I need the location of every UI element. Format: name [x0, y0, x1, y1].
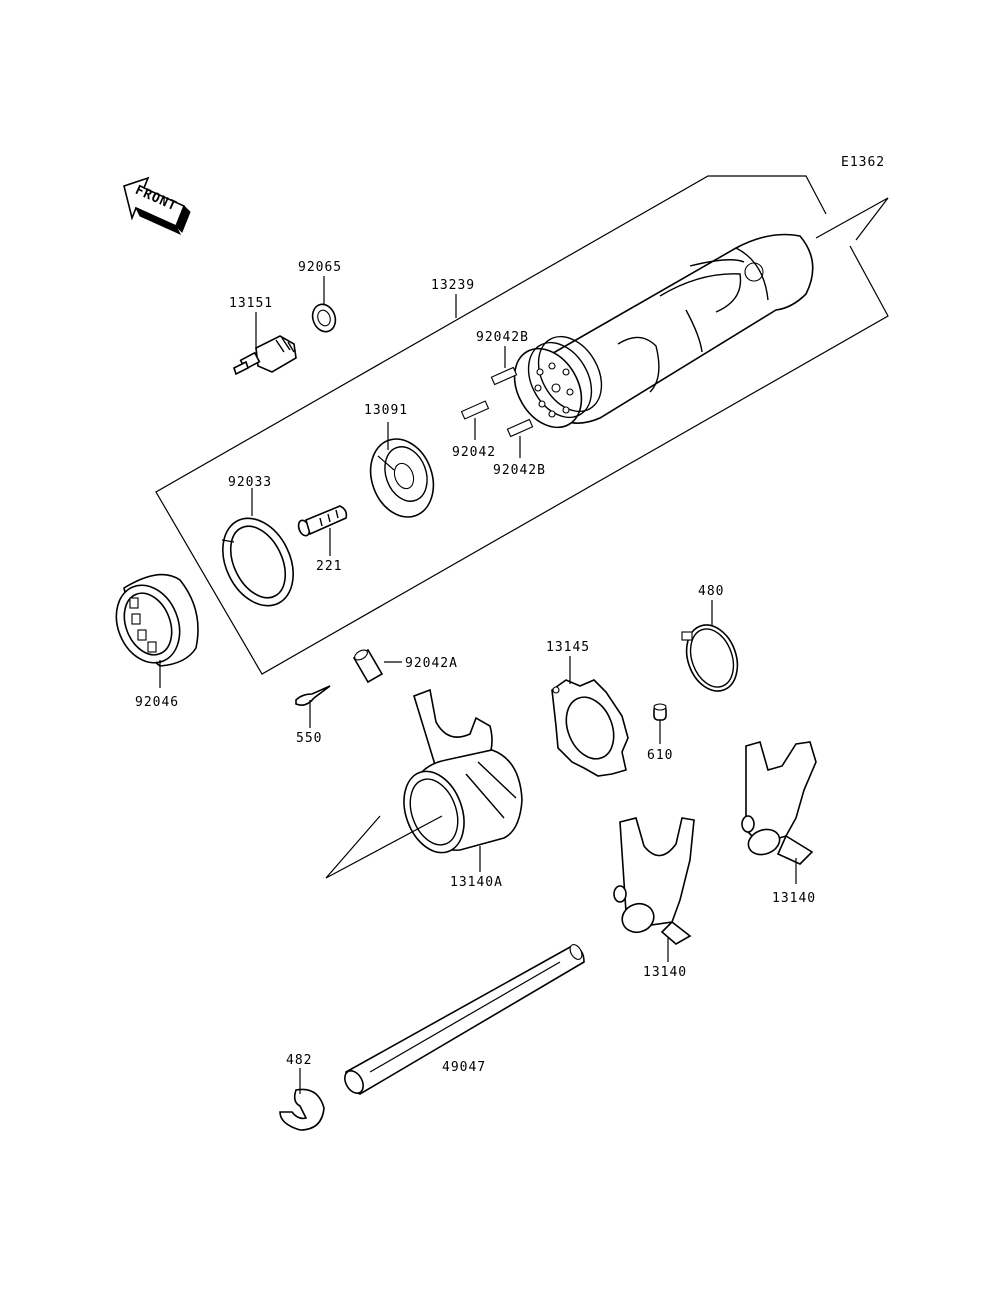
- pin-92042A: [352, 648, 402, 684]
- front-arrow-icon: FRONT: [123, 176, 191, 236]
- label-92042A: 92042A: [405, 656, 458, 671]
- shift-fork-13140A: [325, 688, 523, 879]
- label-92042B-bottom: 92042B: [493, 463, 546, 478]
- shift-fork-13140-right: [741, 741, 817, 884]
- pin-92042: [460, 400, 490, 440]
- pin-610: [653, 703, 667, 744]
- label-13151: 13151: [229, 296, 273, 311]
- label-13239: 13239: [431, 278, 475, 293]
- bearing-92046: [115, 573, 199, 688]
- label-221: 221: [316, 559, 342, 574]
- washer-92065: [311, 276, 337, 333]
- label-482: 482: [286, 1053, 312, 1068]
- diagram-code: E1362: [841, 155, 885, 170]
- label-13145: 13145: [546, 640, 590, 655]
- screw-221: [297, 505, 348, 556]
- label-13140-center: 13140: [643, 965, 687, 980]
- label-480: 480: [698, 584, 724, 599]
- circlip-92033: [221, 488, 294, 607]
- label-550: 550: [296, 731, 322, 746]
- cotter-pin-550: [295, 685, 331, 728]
- shift-cam-13145: [551, 656, 629, 777]
- pin-92042B-bottom: [506, 418, 534, 458]
- label-49047: 49047: [442, 1060, 486, 1075]
- shift-drum: [513, 233, 814, 429]
- e-clip-482: [279, 1068, 325, 1131]
- pin-92042B-top: [490, 346, 518, 386]
- drum-pins: [460, 346, 534, 458]
- drum-holder-13091: [369, 422, 435, 518]
- label-92046: 92046: [135, 695, 179, 710]
- neutral-switch: [233, 312, 297, 376]
- label-92042B-top: 92042B: [476, 330, 529, 345]
- circlip-480: [681, 600, 739, 692]
- label-92065: 92065: [298, 260, 342, 275]
- label-13091: 13091: [364, 403, 408, 418]
- label-13140-right: 13140: [772, 891, 816, 906]
- shift-fork-13140-center: [613, 817, 695, 962]
- label-13140A: 13140A: [450, 875, 503, 890]
- label-92042: 92042: [452, 445, 496, 460]
- shift-rod-49047: [344, 944, 585, 1095]
- label-92033: 92033: [228, 475, 272, 490]
- label-610: 610: [647, 748, 673, 763]
- assembly-outline: [155, 175, 889, 675]
